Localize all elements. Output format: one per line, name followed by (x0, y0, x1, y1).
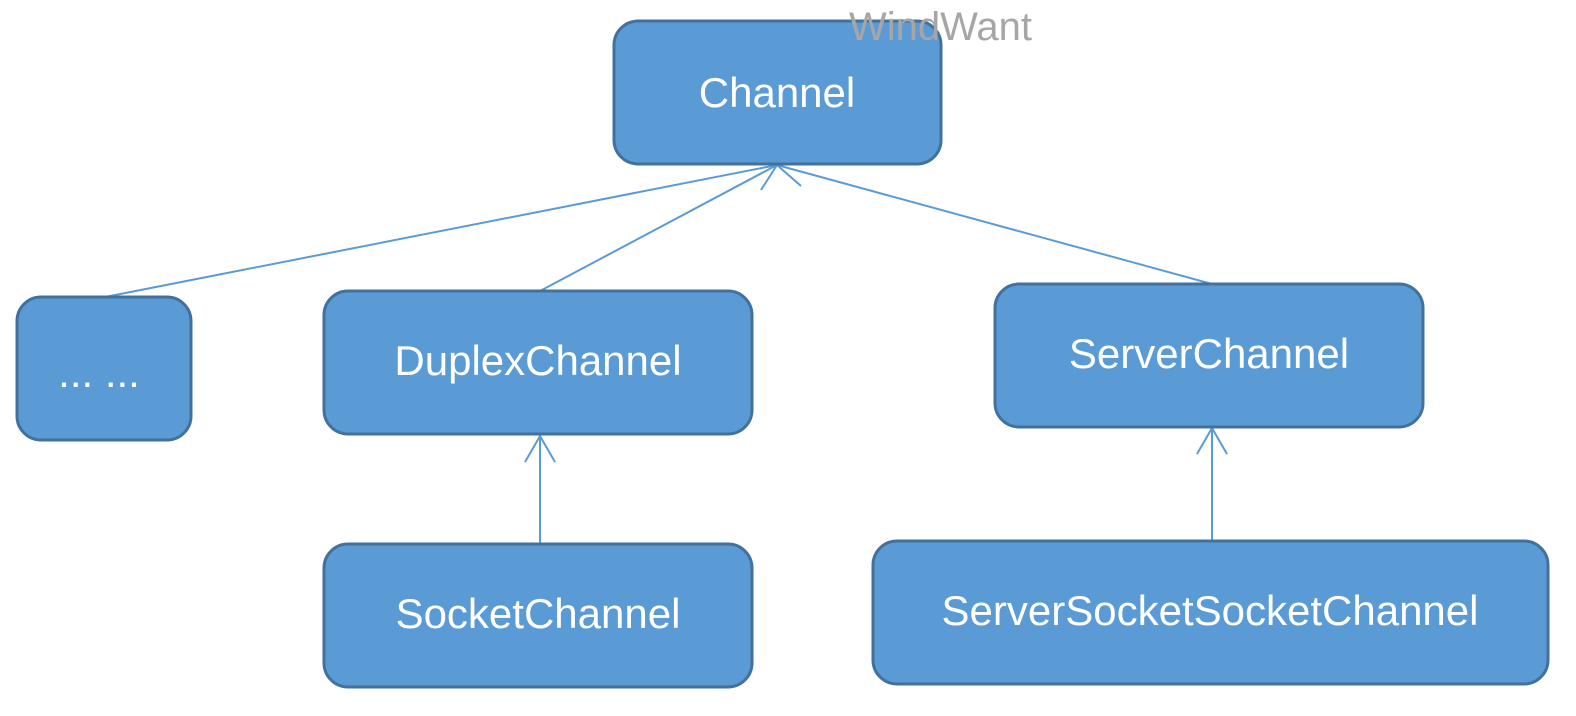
node-duplex-channel: DuplexChannel (322, 289, 754, 436)
edge-server-channel-to-channel (776, 164, 1213, 285)
edges (104, 163, 1228, 544)
node-duplex-channel-label: DuplexChannel (394, 337, 681, 384)
arrowhead-channel (760, 163, 802, 191)
edge-socket-channel-to-duplex-channel (524, 433, 556, 544)
node-others-label: ... ... (58, 349, 140, 396)
watermark-text: WindWant (849, 5, 1032, 49)
edge-duplex-channel-to-channel (539, 164, 778, 292)
node-socket-channel: SocketChannel (322, 542, 754, 689)
edge-others-to-channel (104, 164, 778, 298)
edge-server-socket-socket-channel-to-server-channel (1196, 425, 1228, 541)
node-server-channel: ServerChannel (993, 282, 1425, 429)
node-channel-label: Channel (699, 69, 855, 116)
node-server-socket-socket-channel-label: ServerSocketSocketChannel (942, 587, 1479, 634)
arrowhead-duplex-channel (524, 433, 556, 463)
node-server-channel-label: ServerChannel (1069, 330, 1349, 377)
node-others: ... ... (15, 295, 193, 442)
node-server-socket-socket-channel: ServerSocketSocketChannel (871, 539, 1550, 686)
node-socket-channel-label: SocketChannel (396, 590, 681, 637)
node-channel: Channel (612, 19, 943, 166)
